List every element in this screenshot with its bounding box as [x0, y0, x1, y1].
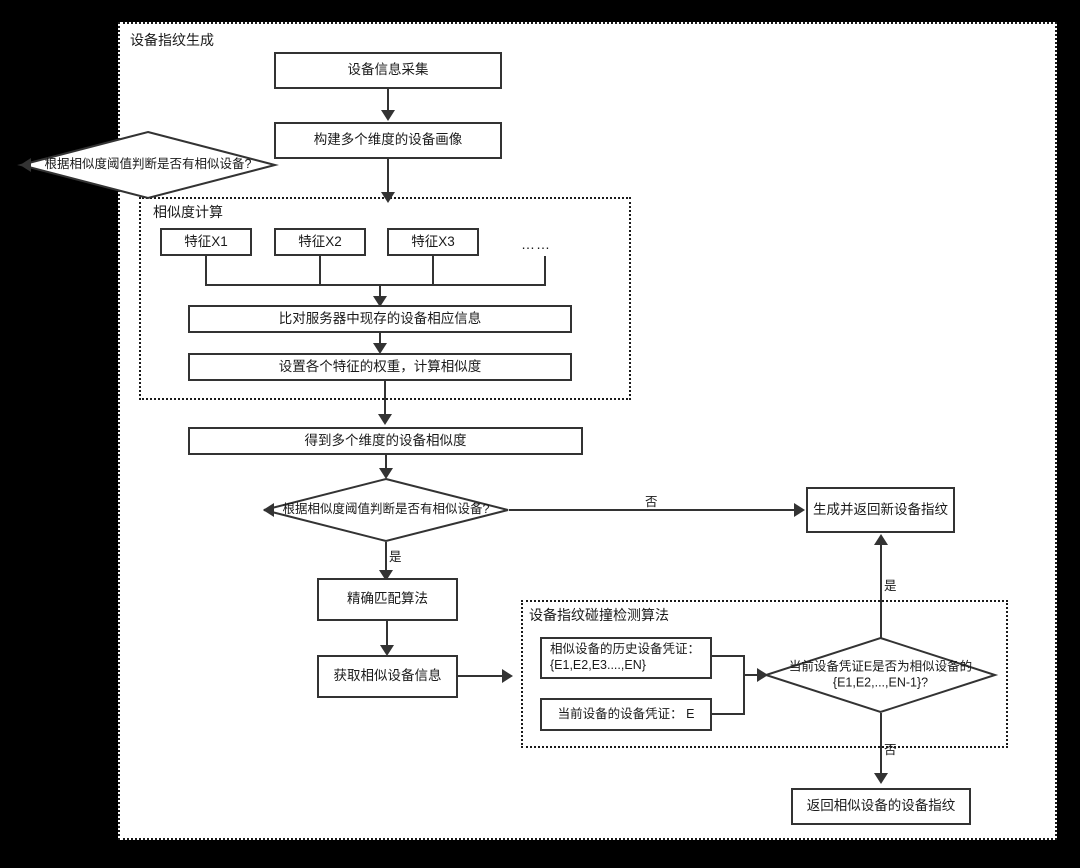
node-feature-x1[interactable]: 特征X1 [160, 228, 252, 256]
edge-compare-to-weights [379, 333, 381, 345]
node-generate-new-fingerprint[interactable]: 生成并返回新设备指纹 [806, 487, 955, 533]
edge-exact-match-to-get-info [386, 621, 388, 648]
group-similarity-calculation-label: 相似度计算 [153, 204, 223, 220]
node-decision-similar-threshold[interactable]: 根据相似度阈值判断是否有相似设备? [263, 477, 509, 543]
edge-credentials-to-decision [743, 674, 761, 676]
edge-collision-no-down [880, 713, 882, 775]
arrowhead-yes-to-exact-match [379, 570, 393, 581]
edge-collect-to-profile [387, 89, 389, 111]
arrowhead-get-info-to-collision-group [502, 669, 513, 683]
edge-more-drop [544, 256, 546, 286]
node-exact-match-algorithm[interactable]: 精确匹配算法 [317, 578, 458, 621]
arrowhead-collision-no-down [874, 773, 888, 784]
edge-result-to-decision [385, 455, 387, 470]
node-build-device-profile[interactable]: 构建多个维度的设备画像 [274, 122, 502, 159]
arrowhead-decision-duplicate [20, 158, 31, 172]
arrowhead-weights-to-result [378, 414, 392, 425]
decision-duplicate-shape [17, 130, 279, 200]
arrowhead-profile-to-similarity-group [381, 192, 395, 203]
edge-decision-yes-to-exact-match [385, 542, 387, 573]
node-compare-existing-devices[interactable]: 比对服务器中现存的设备相应信息 [188, 305, 572, 333]
edge-x3-drop [432, 256, 434, 286]
edge-label-similar-no: 否 [645, 495, 658, 509]
group-device-fingerprint-generation-label: 设备指纹生成 [130, 32, 214, 48]
node-history-credentials[interactable]: 相似设备的历史设备凭证： {E1,E2,E3....,EN} [540, 637, 712, 679]
arrowhead-credentials-to-decision [757, 668, 768, 682]
arrowhead-no-to-new-fingerprint [794, 503, 805, 517]
node-return-similar-fingerprint[interactable]: 返回相似设备的设备指纹 [791, 788, 971, 825]
node-decision-collision[interactable]: 当前设备凭证E是否为相似设备的 {E1,E2,...,EN-1}? [762, 636, 999, 714]
edge-x2-drop [319, 256, 321, 286]
edge-current-cred-out [712, 713, 745, 715]
group-collision-detection [521, 600, 1008, 748]
edge-bus-to-compare [379, 284, 381, 300]
node-decision-similar-threshold-duplicate[interactable]: 根据相似度阈值判断是否有相似设备? [17, 130, 279, 200]
node-set-feature-weights[interactable]: 设置各个特征的权重，计算相似度 [188, 353, 572, 381]
edge-decision-no-to-new-fingerprint [509, 509, 796, 511]
edge-collision-yes-up [880, 545, 882, 639]
edge-label-similar-yes: 是 [389, 550, 402, 564]
arrowhead-result-to-decision [379, 468, 393, 479]
node-multi-dimension-similarity[interactable]: 得到多个维度的设备相似度 [188, 427, 583, 455]
decision-similar-shape [263, 477, 509, 543]
arrowhead-exact-match-to-get-info [380, 645, 394, 656]
edge-label-collision-yes: 是 [884, 579, 897, 593]
node-collect-device-info[interactable]: 设备信息采集 [274, 52, 502, 89]
node-feature-x3[interactable]: 特征X3 [387, 228, 479, 256]
arrowhead-collect-to-profile [381, 110, 395, 121]
edge-history-cred-out [712, 655, 745, 657]
edge-feature-merge-bus [205, 284, 546, 286]
arrowhead-collision-yes-up [874, 534, 888, 545]
arrowhead-bus-to-compare [373, 296, 387, 307]
edge-profile-to-similarity-group [387, 159, 389, 196]
node-feature-x2[interactable]: 特征X2 [274, 228, 366, 256]
edge-credentials-merge-bus [743, 655, 745, 715]
node-get-similar-device-info[interactable]: 获取相似设备信息 [317, 655, 458, 698]
node-current-credential[interactable]: 当前设备的设备凭证： E [540, 698, 712, 731]
group-collision-detection-label: 设备指纹碰撞检测算法 [529, 607, 669, 623]
edge-x1-drop [205, 256, 207, 286]
decision-collision-shape [762, 636, 999, 714]
edge-label-collision-no: 否 [884, 743, 897, 757]
arrowhead-compare-to-weights [373, 343, 387, 354]
edge-get-info-to-collision-group [458, 675, 504, 677]
arrowhead-decision-similar-left [263, 503, 274, 517]
node-feature-more: …… [521, 236, 551, 252]
edge-weights-to-result [384, 381, 386, 415]
